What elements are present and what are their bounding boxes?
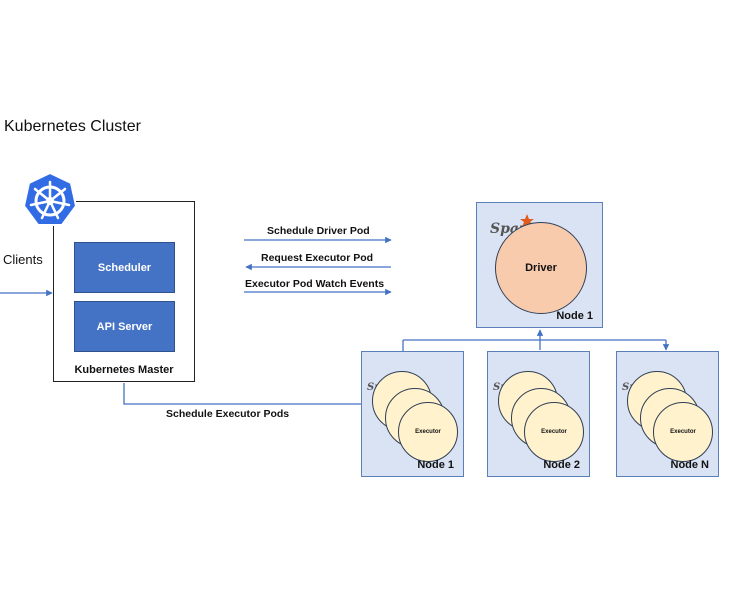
executor-pod: Executor xyxy=(398,402,458,462)
schedule-executor-pods-label: Schedule Executor Pods xyxy=(166,408,290,420)
request-executor-pod-label: Request Executor Pod xyxy=(261,252,374,264)
kubernetes-logo-icon xyxy=(22,171,78,226)
executor-node-2-box: Spark Executor Node 2 xyxy=(487,351,590,477)
clients-label: Clients xyxy=(3,252,43,267)
executor-node-n-box: Spark Executor Node N xyxy=(616,351,719,477)
executor-node-1-box: Spark Executor Node 1 xyxy=(361,351,464,477)
executor-pod-watch-events-label: Executor Pod Watch Events xyxy=(245,278,385,290)
kubernetes-master: Scheduler API Server Kubernetes Master xyxy=(53,201,195,382)
schedule-driver-pod-label: Schedule Driver Pod xyxy=(267,225,370,237)
executor-node-label: Node N xyxy=(670,459,710,471)
scheduler-box: Scheduler xyxy=(74,242,175,293)
driver-node-label: Node 1 xyxy=(556,310,593,322)
cluster-title: Kubernetes Cluster xyxy=(4,118,141,135)
schedule-executor-pods-arrow xyxy=(123,383,369,408)
executor-node-label: Node 2 xyxy=(543,459,580,471)
driver-node-box: Spark Driver Node 1 xyxy=(476,202,603,328)
driver-pod: Driver xyxy=(495,222,587,314)
executor-node-label: Node 1 xyxy=(417,459,454,471)
master-label: Kubernetes Master xyxy=(74,364,174,376)
executor-pod: Executor xyxy=(524,402,584,462)
executor-pod: Executor xyxy=(653,402,713,462)
api-server-box: API Server xyxy=(74,301,175,352)
